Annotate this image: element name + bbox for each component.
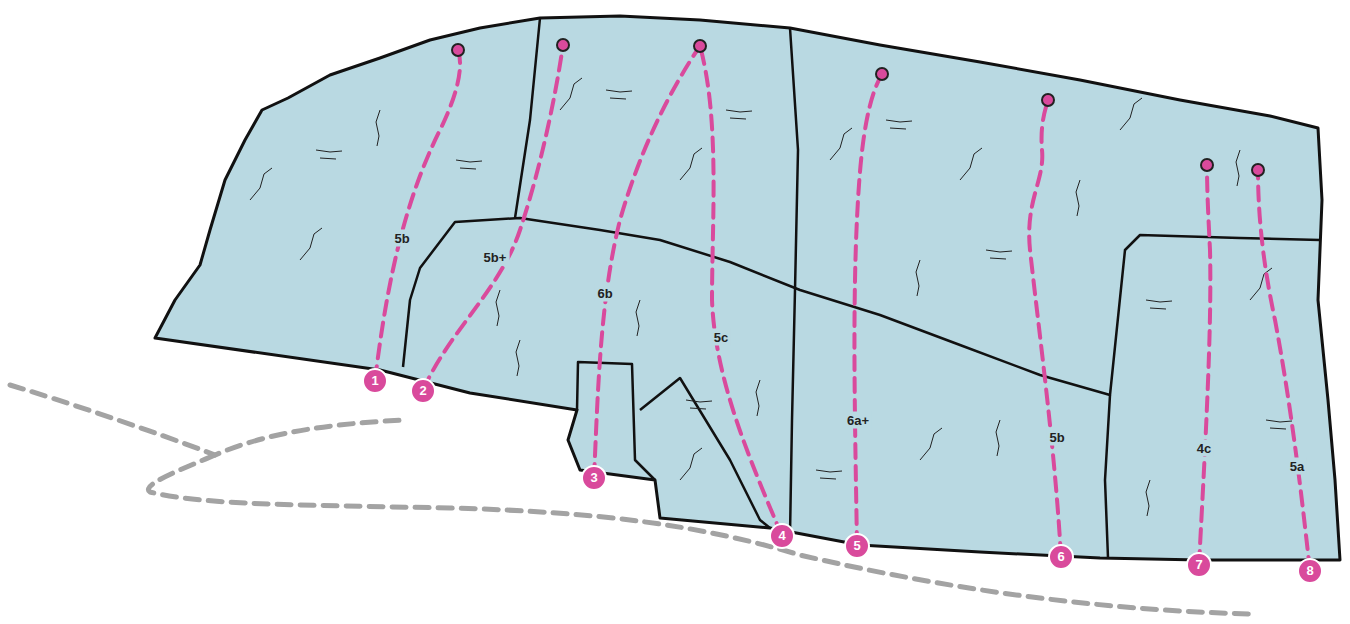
rock-texture: [250, 78, 1292, 516]
rock-mark: [316, 150, 342, 159]
route-line: [594, 46, 700, 478]
belay-dot: [694, 40, 706, 52]
rock-mark: [1120, 98, 1142, 130]
callout-number: 7: [1186, 552, 1212, 578]
rock-mark: [376, 110, 380, 146]
rock-mark: [1076, 180, 1080, 216]
cracks: [403, 18, 1320, 558]
callout-number: 1: [362, 368, 388, 394]
rock-mark: [1146, 480, 1150, 516]
rock-mark: [680, 448, 702, 480]
rock-mark: [830, 128, 852, 160]
rock-mark: [960, 148, 982, 180]
crack: [640, 378, 770, 528]
path-line: [10, 385, 405, 455]
route-line: [1199, 165, 1210, 565]
route-line: [854, 74, 882, 546]
rock-mark: [680, 148, 702, 180]
rock-mark: [756, 380, 760, 416]
callout-number: 3: [581, 465, 607, 491]
rock-mark: [726, 110, 752, 119]
route-grade: 5a: [1287, 458, 1307, 475]
crack: [403, 218, 1110, 395]
route-grade: 5b: [1046, 429, 1067, 446]
route-grade: 6b: [594, 285, 615, 302]
belay-dot: [1201, 159, 1213, 171]
route-grade: 5c: [711, 329, 731, 346]
rock-mark: [816, 470, 842, 479]
crack: [515, 18, 540, 218]
route-line: [1029, 100, 1061, 557]
rock-mark: [1236, 150, 1240, 186]
rock-mark: [300, 228, 322, 260]
belay-dot: [1042, 94, 1054, 106]
rock-mark: [1266, 420, 1292, 429]
rock-mark: [1146, 300, 1172, 309]
cliff-face: [155, 16, 1340, 560]
rock-mark: [250, 168, 272, 200]
rock-mark: [920, 428, 942, 460]
belay-dot: [876, 68, 888, 80]
belay-dot: [1252, 164, 1264, 176]
routes: [375, 45, 1310, 571]
belay-dot: [452, 44, 464, 56]
route-grade: 5b+: [481, 249, 510, 266]
route-line: [423, 45, 563, 390]
rock-mark: [686, 400, 712, 409]
rock-mark: [496, 290, 500, 326]
rock-mark: [560, 78, 582, 110]
route-line: [1258, 170, 1310, 571]
route-grade: 6a+: [844, 412, 872, 429]
rock-mark: [886, 120, 912, 129]
callout-number: 2: [410, 378, 436, 404]
callout-number: 4: [769, 523, 795, 549]
rock-mark: [916, 260, 920, 296]
callout-number: 5: [844, 533, 870, 559]
rock-mark: [636, 300, 640, 336]
rock-mark: [456, 160, 482, 169]
route-grade: 4c: [1194, 440, 1214, 457]
crack: [1105, 395, 1110, 558]
rock-mark: [996, 420, 1000, 456]
crack: [577, 362, 655, 480]
crack: [1110, 235, 1320, 395]
belay-points: [452, 39, 1264, 176]
rock-mark: [516, 340, 520, 376]
callout-number: 6: [1048, 544, 1074, 570]
route-grade: 5b: [391, 230, 412, 247]
rock-mark: [986, 250, 1012, 259]
crack: [790, 28, 798, 535]
rock-mark: [606, 90, 632, 99]
route-line: [375, 50, 460, 380]
belay-dot: [557, 39, 569, 51]
route-line: [700, 46, 782, 536]
callout-number: 8: [1297, 558, 1323, 584]
